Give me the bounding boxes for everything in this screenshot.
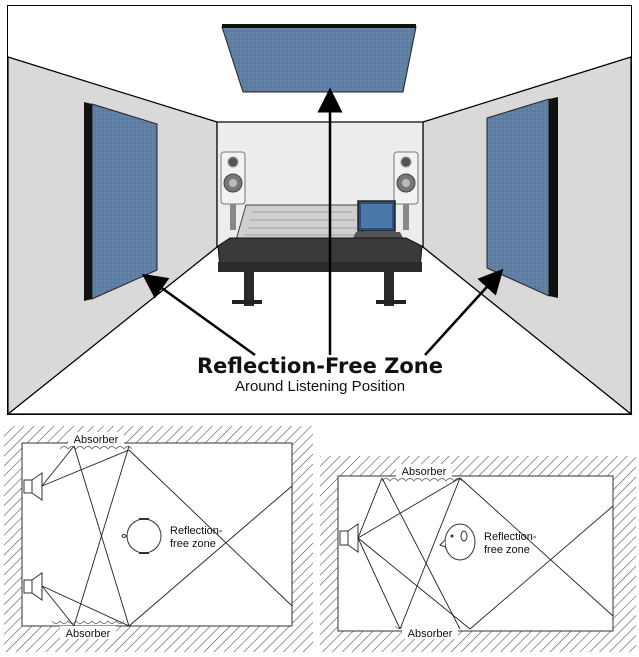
- studio-room-illustration: Reflection-Free Zone Around Listening Po…: [6, 5, 633, 416]
- headline: Reflection-Free Zone: [197, 354, 443, 378]
- absorber-label-bottom: Absorber: [66, 628, 111, 640]
- listener-head-icon: [439, 523, 476, 561]
- reflection-rays: [357, 477, 614, 630]
- right-panel-edge: [549, 97, 558, 298]
- speaker-icon-lower: [23, 572, 43, 601]
- room-svg: Reflection-Free Zone Around Listening Po…: [6, 5, 633, 416]
- reflection-rays: [41, 445, 293, 627]
- mixing-console: [217, 200, 423, 306]
- speaker-icon-upper: [23, 472, 43, 501]
- left-wall-absorber-panel: [91, 103, 158, 300]
- zone-label-line1: Reflection-: [484, 531, 537, 543]
- plan-diagram-single-speaker: Absorber Absorber Reflection- free zone: [320, 456, 636, 652]
- listener-head-icon: [121, 518, 162, 554]
- zone-label-line1: Reflection-: [170, 525, 223, 537]
- absorber-label-top: Absorber: [402, 466, 447, 478]
- arrow-to-right-panel: [424, 268, 504, 356]
- absorber-strip-top: [381, 478, 463, 482]
- absorber-label-top: Absorber: [74, 434, 119, 446]
- ceiling-panel-edge: [222, 24, 416, 28]
- absorber-strip-bottom: [51, 620, 125, 624]
- subheadline: Around Listening Position: [235, 378, 405, 395]
- absorber-strip-top: [59, 446, 133, 450]
- speaker-icon: [339, 523, 359, 553]
- left-panel-edge: [84, 102, 92, 301]
- plan-diagram-two-speakers: Absorber Absorber Reflection- free zone: [4, 426, 313, 652]
- absorber-label-bg-top: [396, 464, 452, 477]
- ceiling-absorber-panel: [221, 26, 417, 93]
- zone-label-line2: free zone: [484, 544, 530, 556]
- right-plan-svg: Absorber Absorber Reflection- free zone: [320, 456, 636, 652]
- room-interior: [337, 475, 614, 632]
- left-plan-svg: Absorber Absorber Reflection- free zone: [4, 426, 313, 652]
- absorber-label-bg-top: [68, 432, 124, 445]
- zone-label-line2: free zone: [170, 538, 216, 550]
- absorber-label-bottom: Absorber: [408, 628, 453, 640]
- absorber-label-bg-bottom: [402, 626, 458, 639]
- absorber-label-bg-bottom: [60, 626, 116, 639]
- arrow-to-left-panel: [141, 273, 256, 357]
- right-monitor-speaker: [393, 151, 419, 230]
- right-wall-absorber-panel: [486, 98, 550, 297]
- left-monitor-speaker: [220, 151, 246, 230]
